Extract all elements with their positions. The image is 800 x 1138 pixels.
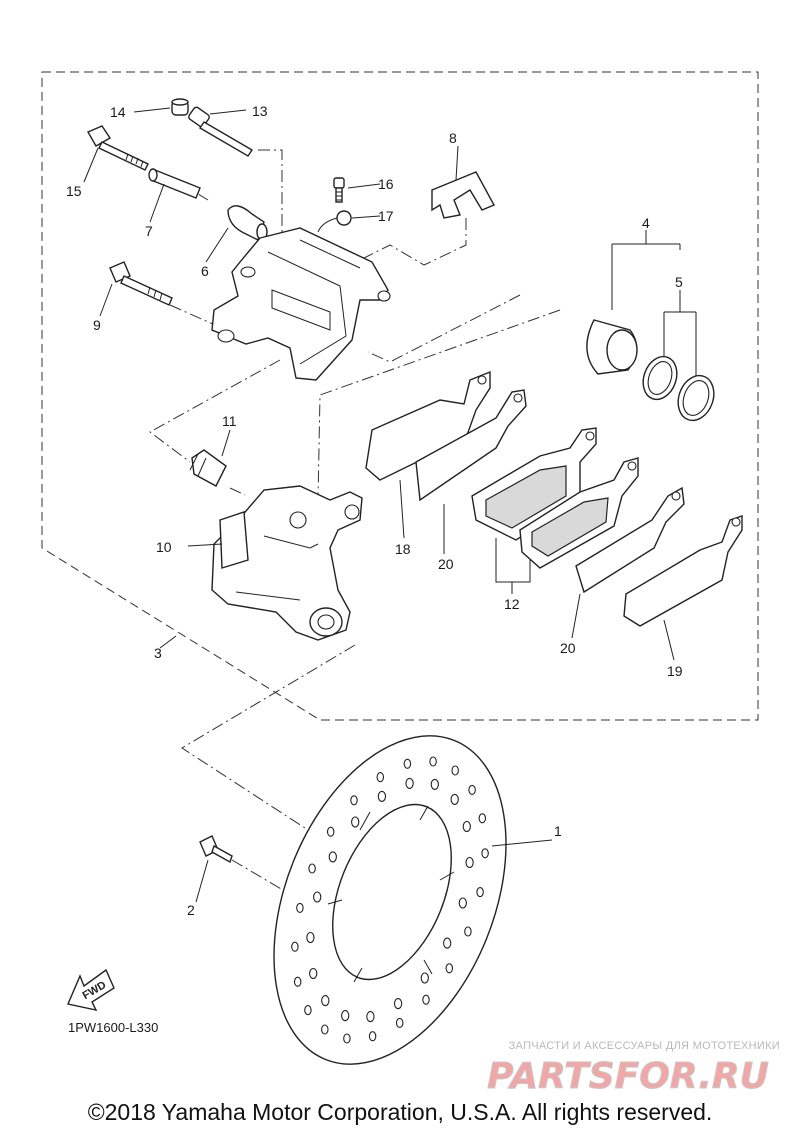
- callout-numbers: 1 2 3 4 5 6 7 8 9 10 11 12 13 14 15 16 1…: [66, 103, 683, 918]
- part-1-brake-disc: [273, 735, 507, 1065]
- disc-hole: [296, 902, 304, 913]
- part-17-cap: [317, 210, 352, 233]
- part-8-pad-spring: [431, 171, 495, 219]
- callout-1: 1: [554, 823, 562, 839]
- disc-hole: [403, 758, 412, 769]
- disc-hole: [308, 863, 316, 874]
- disc-hole: [313, 891, 322, 903]
- part-9-bolt: [109, 261, 173, 306]
- part-5-seals: [642, 355, 715, 422]
- leader-lines: [83, 107, 697, 903]
- disc-hole: [321, 1024, 329, 1035]
- disc-hole: [351, 816, 360, 828]
- disc-hole: [321, 995, 330, 1007]
- copyright-notice: ©2018 Yamaha Motor Corporation, U.S.A. A…: [87, 1099, 713, 1125]
- callout-12: 12: [504, 596, 520, 612]
- disc-hole: [422, 994, 430, 1005]
- disc-hole: [341, 1010, 350, 1022]
- disc-hole: [393, 998, 403, 1010]
- disc-hole: [293, 976, 302, 987]
- callout-18: 18: [395, 541, 411, 557]
- diagram-code: 1PW1600-L330: [68, 1020, 158, 1035]
- callout-6: 6: [201, 263, 209, 279]
- disc-hole: [309, 967, 318, 980]
- part-19-shim: [623, 515, 743, 627]
- part-2-disc-bolt: [199, 835, 233, 864]
- part-10-bracket: [211, 485, 363, 641]
- callout-16: 16: [378, 176, 394, 192]
- disc-hole: [366, 1011, 375, 1023]
- callout-8: 8: [449, 130, 457, 146]
- callout-10: 10: [156, 539, 172, 555]
- disc-hole: [377, 790, 387, 802]
- part-12-brake-pads: [471, 427, 639, 569]
- callout-13: 13: [252, 103, 268, 119]
- callout-5: 5: [675, 274, 683, 290]
- part-15-bolt: [87, 125, 149, 171]
- part-20-shim-right: [575, 486, 685, 594]
- disc-hole: [304, 1005, 312, 1016]
- caliper-body: [211, 227, 391, 381]
- disc-hole: [343, 1033, 351, 1044]
- disc-hole: [464, 926, 472, 937]
- disc-hole: [328, 851, 337, 863]
- part-14-cap: [171, 98, 189, 116]
- assembly-boundary: [41, 71, 759, 721]
- disc-hole: [376, 772, 385, 783]
- callout-3: 3: [154, 645, 162, 661]
- disc-hole: [476, 887, 484, 898]
- disc-hole: [430, 778, 439, 790]
- disc-hole: [468, 784, 476, 795]
- part-11-boot: [189, 449, 227, 487]
- disc-hole: [481, 848, 489, 859]
- callout-9: 9: [93, 317, 101, 333]
- forward-arrow: FWD: [67, 968, 115, 1011]
- part-18-shim: [365, 370, 491, 481]
- part-4-piston: [586, 319, 638, 375]
- disc-hole: [445, 963, 454, 974]
- part-13-pad-pin: [188, 106, 253, 157]
- watermark-logo-text: PARTSFOR.RU: [487, 1056, 769, 1097]
- disc-hole: [350, 795, 358, 806]
- callout-11: 11: [222, 413, 237, 429]
- part-7-slide-pin: [148, 168, 201, 199]
- assembly-lines: [149, 149, 561, 901]
- callout-20-right: 20: [560, 640, 576, 656]
- part-16-bleed-screw: [333, 177, 345, 203]
- disc-hole: [451, 765, 459, 776]
- callout-20-left: 20: [438, 556, 454, 572]
- disc-holes: [291, 756, 489, 1044]
- callout-7: 7: [145, 223, 153, 239]
- part-6-boot: [227, 205, 268, 241]
- part-20-shim-left: [415, 389, 527, 502]
- disc-hole: [458, 897, 467, 909]
- disc-hole: [306, 931, 315, 944]
- callout-14: 14: [110, 104, 126, 120]
- disc-hole: [291, 941, 299, 952]
- disc-hole: [368, 1031, 377, 1042]
- callout-17: 17: [378, 208, 394, 224]
- watermark-caption: ЗАПЧАСТИ И АКСЕССУАРЫ ДЛЯ МОТОТЕХНИКИ: [508, 1040, 780, 1052]
- disc-hole: [443, 937, 452, 949]
- callout-19: 19: [667, 663, 683, 679]
- callout-2: 2: [187, 902, 195, 918]
- disc-hole: [395, 1017, 404, 1028]
- disc-hole: [429, 756, 437, 767]
- disc-hole: [420, 972, 429, 984]
- disc-hole: [465, 856, 474, 869]
- disc-hole: [326, 826, 335, 837]
- disc-hole: [450, 793, 459, 805]
- disc-hole: [405, 777, 414, 789]
- disc-hole: [478, 813, 487, 824]
- watermark-logo: PARTSFOR.RU: [487, 1056, 770, 1098]
- callout-15: 15: [66, 183, 82, 199]
- callout-4: 4: [642, 215, 650, 231]
- disc-hole: [462, 820, 471, 833]
